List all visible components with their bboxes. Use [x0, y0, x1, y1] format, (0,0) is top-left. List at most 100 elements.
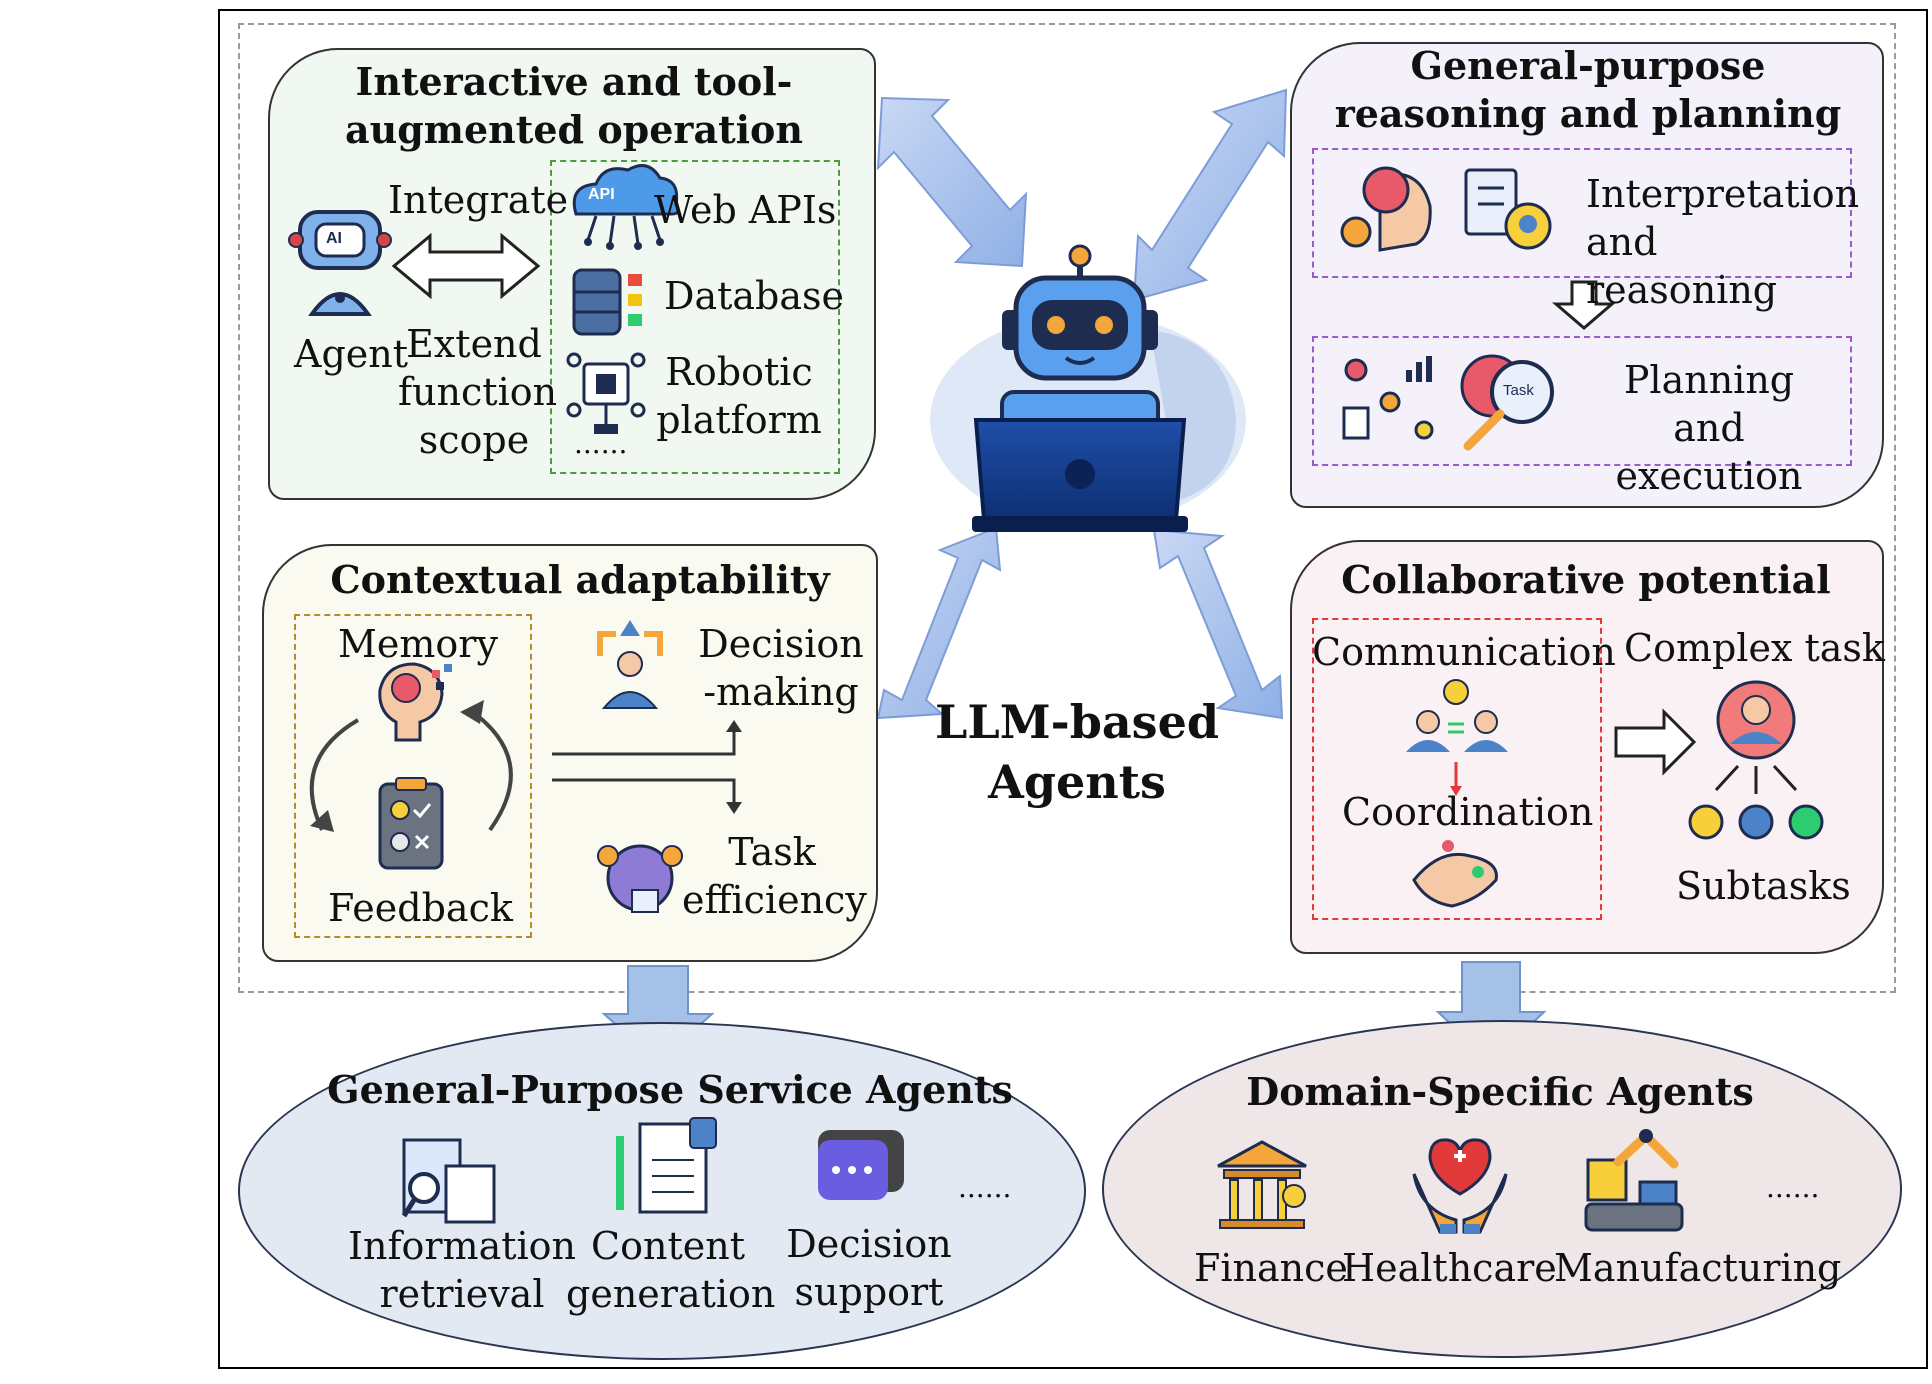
agent-label: Agent — [294, 332, 408, 376]
decision-people-icon — [597, 620, 663, 709]
healthcare-label: Healthcare — [1342, 1246, 1557, 1290]
to-task-arrow — [552, 778, 736, 806]
extend-line3: scope — [418, 418, 530, 462]
robotic-line1: Robotic — [665, 350, 813, 394]
decision-line2: -making — [703, 670, 859, 714]
content-generation-label: Content generation — [566, 1222, 776, 1318]
memory-label: Memory — [338, 622, 498, 666]
flowchart-icon — [1342, 356, 1434, 440]
interactive-title: Interactive and tool- augmented operatio… — [278, 58, 870, 154]
subtask-arrows — [1714, 764, 1798, 794]
handshake-icon — [1412, 840, 1498, 908]
task-badge: Task — [1503, 382, 1534, 399]
robotic-line2: platform — [656, 398, 822, 442]
content-generation-icon — [616, 1117, 717, 1214]
domain-more: ...... — [1766, 1171, 1820, 1204]
healthcare-heart-icon — [1412, 1138, 1508, 1234]
ai-badge: AI — [326, 230, 342, 247]
to-decision-arrow — [552, 728, 736, 756]
plan-label: Planning and execution — [1584, 356, 1834, 500]
content-line2: generation — [566, 1272, 776, 1316]
complex-task-label: Complex task — [1624, 626, 1885, 670]
interpretation-box — [1312, 148, 1852, 278]
interactive-panel — [268, 48, 876, 500]
reasoning-title: General-purpose reasoning and planning — [1296, 42, 1880, 138]
interactive-more: ...... — [574, 427, 628, 460]
dashed-frame — [238, 23, 1896, 993]
coordination-label: Coordination — [1342, 790, 1594, 834]
domain-title: Domain-Specific Agents — [1246, 1069, 1754, 1114]
feedback-label: Feedback — [328, 886, 513, 930]
cloud-api-icon — [572, 164, 680, 250]
extend-label: Extend function scope — [398, 320, 558, 464]
task-line2: efficiency — [682, 878, 867, 922]
interactive-title-line2: augmented operation — [344, 107, 804, 152]
interp-to-plan-arrow — [1551, 280, 1617, 330]
info-line1: Information — [347, 1224, 577, 1268]
memory-feedback-box — [294, 614, 532, 938]
manufacturing-robot-arm-icon — [1584, 1129, 1684, 1232]
support-line2: support — [794, 1270, 944, 1314]
checklist-bulb-icon — [1464, 168, 1552, 250]
web-apis-label: Web APIs — [654, 188, 837, 232]
manufacturing-label: Manufacturing — [1554, 1246, 1842, 1290]
interp-label: Interpretation and reasoning — [1586, 170, 1859, 314]
double-arrow-top-left — [876, 96, 1028, 268]
communication-box — [1312, 618, 1602, 920]
to-complex-task-arrow — [1614, 708, 1697, 776]
subtask-people-icons — [1688, 804, 1824, 840]
task-magnifier-icon — [1460, 354, 1554, 451]
task-efficiency-label: Task efficiency — [682, 828, 867, 924]
decision-support-label: Decision support — [774, 1220, 964, 1316]
reasoning-title-line2: reasoning and planning — [1334, 91, 1842, 136]
decision-making-label: Decision -making — [694, 620, 868, 716]
memory-head-icon — [378, 662, 452, 742]
general-service-title: General-Purpose Service Agents — [327, 1067, 1013, 1112]
subtasks-label: Subtasks — [1676, 864, 1851, 908]
finance-bank-icon — [1217, 1140, 1307, 1229]
planning-box — [1312, 336, 1852, 466]
info-line2: retrieval — [379, 1272, 545, 1316]
integrate-label: Integrate — [388, 178, 569, 222]
support-line1: Decision — [786, 1222, 952, 1266]
interactive-tools-box — [550, 160, 840, 474]
decision-support-icon — [818, 1130, 904, 1200]
extend-line2: function — [398, 370, 558, 414]
plan-line1: Planning and — [1623, 358, 1795, 450]
communication-people-icon — [1406, 679, 1508, 752]
integrate-double-arrow — [391, 232, 541, 300]
database-icon — [572, 268, 642, 336]
robotic-label: Robotic platform — [650, 348, 828, 444]
reasoning-title-line1: General-purpose — [1410, 43, 1766, 88]
center-label: LLM-based Agents — [924, 692, 1230, 812]
brain-gear-icon — [1340, 166, 1432, 252]
interactive-title-line1: Interactive and tool- — [355, 59, 793, 104]
task-line1: Task — [728, 830, 816, 874]
loop-arrow-left — [309, 718, 360, 831]
center-line2: Agents — [988, 755, 1166, 809]
robot-icon — [930, 244, 1246, 532]
communication-label: Communication — [1312, 630, 1616, 674]
general-more: ...... — [958, 1171, 1012, 1204]
database-label: Database — [664, 274, 845, 318]
extend-line1: Extend — [406, 322, 542, 366]
task-efficiency-icon — [597, 844, 683, 913]
interp-line2: and reasoning — [1586, 220, 1778, 312]
contextual-title: Contextual adaptability — [330, 557, 830, 602]
center-line1: LLM-based — [935, 695, 1219, 749]
api-badge: API — [588, 186, 615, 203]
reasoning-panel — [1290, 42, 1884, 508]
collaborative-title: Collaborative potential — [1341, 557, 1831, 602]
double-arrow-bottom-right — [1152, 528, 1284, 720]
info-retrieval-label: Information retrieval — [346, 1222, 578, 1318]
content-line1: Content — [591, 1224, 745, 1268]
feedback-clipboard-icon — [378, 777, 444, 870]
agent-icon — [288, 210, 392, 316]
robotic-platform-icon — [566, 352, 646, 434]
